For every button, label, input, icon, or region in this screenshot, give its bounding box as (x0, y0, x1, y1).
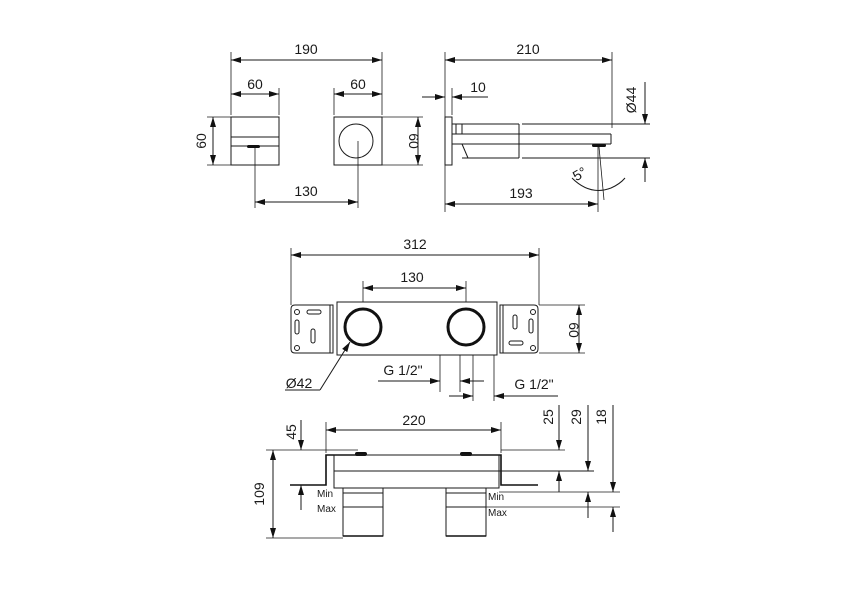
thread-left-g-half: G 1/2" (383, 362, 422, 378)
dim-45: 45 (283, 424, 299, 440)
dim-109: 109 (251, 482, 267, 506)
left-mounting-bracket (290, 304, 334, 354)
dim-60-box: 60 (566, 322, 582, 338)
dim-10: 10 (470, 79, 486, 95)
min-label-right: Min (488, 492, 504, 503)
side-view: 210 10 Ø44 5° 193 (422, 41, 650, 212)
box-top-view: 312 130 60 Ø42 (285, 236, 585, 401)
dim-193: 193 (509, 185, 533, 201)
dim-60-right-height: 60 (406, 133, 422, 149)
dim-190: 190 (294, 41, 318, 57)
right-cartridge (445, 487, 487, 537)
valve-box (336, 301, 498, 356)
dim-210: 210 (516, 41, 540, 57)
dim-diameter-42: Ø42 (286, 375, 313, 391)
max-label-left: Max (317, 504, 336, 515)
spout-circle (338, 123, 374, 159)
dim-312: 312 (403, 236, 427, 252)
max-label-right: Max (488, 508, 507, 519)
left-cartridge (342, 487, 384, 537)
left-port (343, 307, 383, 347)
min-label-left: Min (317, 489, 333, 500)
thread-right-g-half: G 1/2" (514, 376, 553, 392)
dim-25: 25 (540, 409, 556, 425)
dim-diameter-44: Ø44 (623, 87, 639, 114)
dim-18: 18 (593, 409, 609, 425)
dim-60-left-height: 60 (193, 133, 209, 149)
dim-130-box: 130 (400, 269, 424, 285)
dim-220: 220 (402, 412, 426, 428)
right-port (446, 307, 486, 347)
front-view: 190 60 60 60 60 130 (193, 41, 423, 208)
dim-60-right-width: 60 (350, 76, 366, 92)
dim-29: 29 (568, 409, 584, 425)
box-side-view: 220 Min Max Min Max 109 45 (251, 405, 620, 539)
dim-60-left-width: 60 (247, 76, 263, 92)
dim-130-front: 130 (294, 183, 318, 199)
dim-angle-5: 5° (570, 163, 590, 184)
wall-plate (444, 116, 453, 166)
right-mounting-bracket (499, 304, 539, 354)
